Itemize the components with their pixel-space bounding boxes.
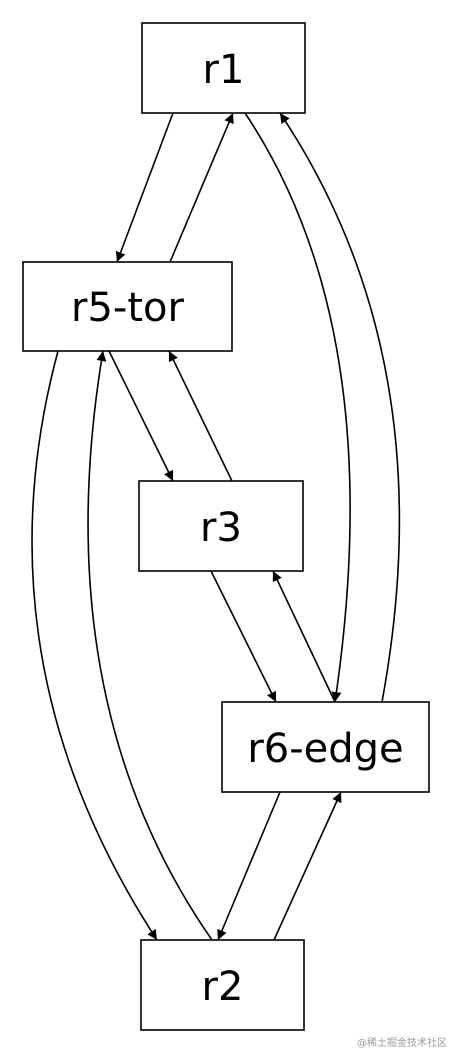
edge-r5-tor-to-r2 bbox=[31, 350, 158, 941]
edge-r6-edge-to-r1 bbox=[279, 112, 401, 703]
node-r6-edge-box bbox=[221, 701, 430, 793]
node-r1-box bbox=[141, 22, 306, 114]
edge-r1-to-r6-edge bbox=[244, 112, 351, 703]
edge-r2-to-r5-tor bbox=[87, 350, 213, 941]
edge-r5-tor-to-r3 bbox=[108, 350, 174, 482]
edges bbox=[31, 112, 401, 941]
edge-r2-to-r6-edge bbox=[273, 791, 342, 941]
edge-r3-to-r6-edge bbox=[210, 570, 277, 703]
node-r2: r2 bbox=[140, 939, 305, 1031]
edge-r6-edge-to-r3 bbox=[272, 570, 336, 703]
node-r5-tor: r5-tor bbox=[22, 261, 233, 352]
edge-r1-to-r5-tor bbox=[115, 112, 174, 263]
node-r3: r3 bbox=[138, 480, 304, 572]
watermark: @稀土掘金技术社区 bbox=[357, 1038, 447, 1049]
node-r5-tor-label: r5-tor bbox=[71, 285, 184, 331]
node-r3-label: r3 bbox=[200, 505, 242, 551]
node-r2-box bbox=[140, 939, 305, 1031]
node-r1: r1 bbox=[141, 22, 306, 114]
edge-r3-to-r5-tor bbox=[168, 350, 233, 482]
node-r6-edge: r6-edge bbox=[221, 701, 430, 793]
node-r3-box bbox=[138, 480, 304, 572]
node-r5-tor-box bbox=[22, 261, 233, 352]
node-r1-label: r1 bbox=[203, 47, 245, 93]
node-r6-edge-label: r6-edge bbox=[247, 726, 403, 772]
edge-r6-edge-to-r2 bbox=[217, 791, 281, 941]
node-r2-label: r2 bbox=[202, 964, 244, 1010]
edge-r5-tor-to-r1 bbox=[169, 112, 234, 263]
